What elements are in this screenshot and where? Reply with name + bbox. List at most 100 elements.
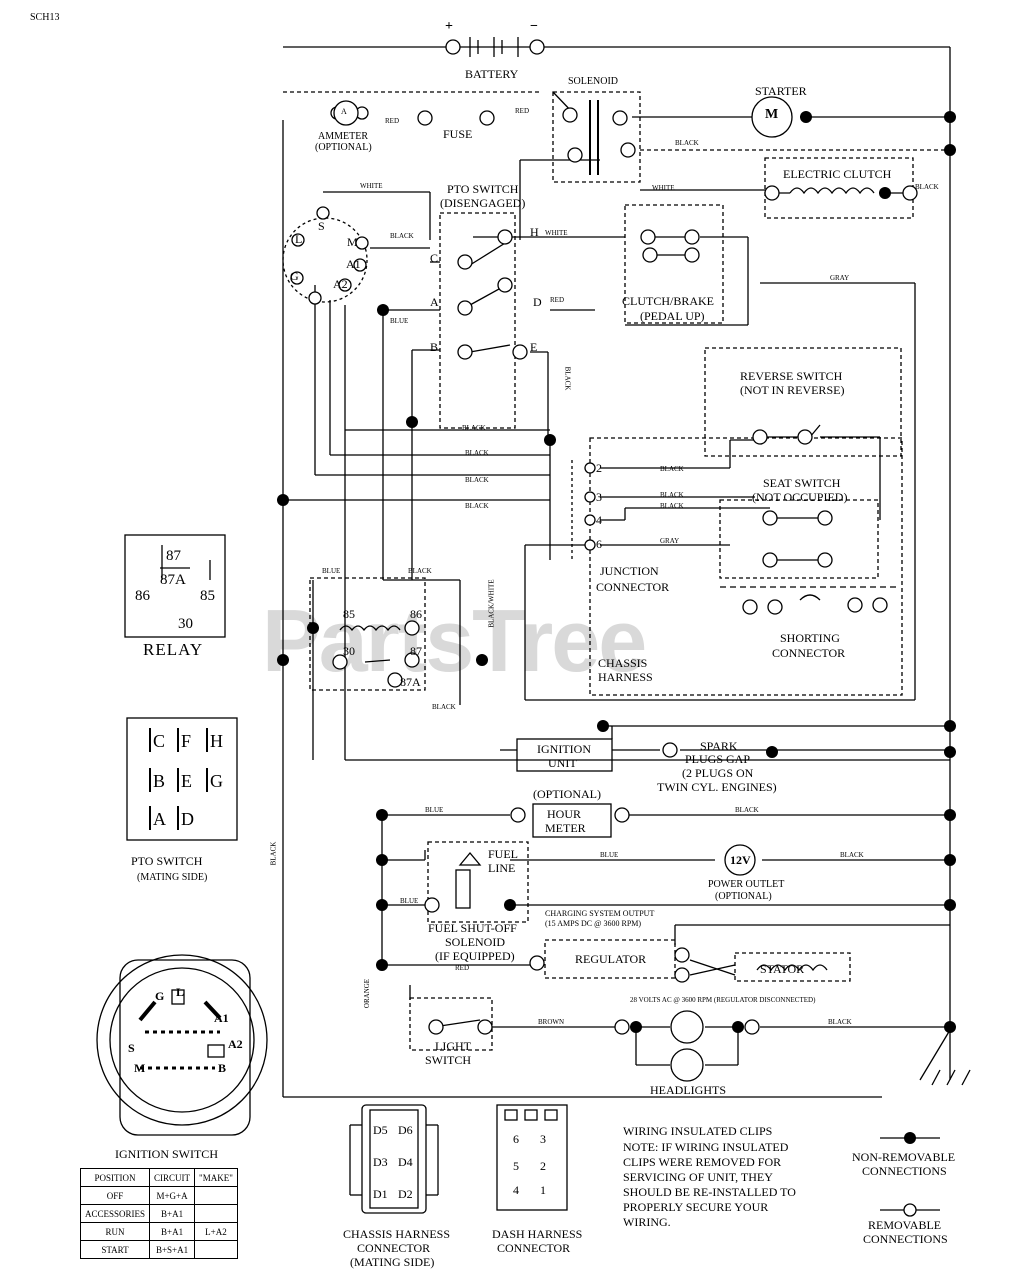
fuel-sol-3: (IF EQUIPPED)	[435, 949, 515, 963]
ign-draw-b: B	[218, 1061, 227, 1075]
wire-blue-2: BLUE	[322, 567, 341, 575]
charging-1: CHARGING SYSTEM OUTPUT	[545, 909, 655, 918]
table-cell	[194, 1186, 238, 1205]
junction-dot	[879, 187, 891, 199]
electric-clutch-label: ELECTRIC CLUTCH	[783, 167, 892, 181]
ign-pin-a1: A1	[346, 257, 361, 271]
ign-pin-a2: A2	[333, 277, 348, 291]
pto-pin-h: H	[530, 225, 539, 239]
hour-meter-2: METER	[545, 821, 586, 835]
junction-dot	[944, 809, 956, 821]
pto-mating-h: H	[210, 731, 223, 751]
wire-blue-1: BLUE	[390, 317, 409, 325]
wire-black-1: BLACK	[675, 139, 699, 147]
chassis-conn-2: CONNECTOR	[357, 1241, 431, 1255]
regulator-label: REGULATOR	[575, 952, 647, 966]
reverse-switch-state: (NOT IN REVERSE)	[740, 383, 845, 397]
junction-pin-4: 4	[596, 513, 602, 527]
wire-black-17: BLACK	[269, 841, 278, 866]
conn-d5: D5	[373, 1123, 388, 1137]
legend-nonremovable-2: CONNECTIONS	[862, 1164, 947, 1178]
table-cell: B+A1	[149, 1222, 196, 1241]
relay-t85: 85	[200, 588, 215, 604]
junction-dot	[376, 899, 388, 911]
legend-solid-dot	[904, 1132, 916, 1144]
junction-pin-6: 6	[596, 537, 602, 551]
hour-meter-opt: (OPTIONAL)	[533, 787, 601, 801]
power-outlet-v: 12V	[730, 853, 751, 867]
junction-dot	[944, 144, 956, 156]
relay-title: RELAY	[143, 640, 204, 659]
fuel-sol-2: SOLENOID	[445, 935, 505, 949]
relay-inline-85: 85	[343, 607, 355, 621]
junction-label-1: JUNCTION	[600, 564, 659, 578]
table-row: START B+S+A1	[79, 1240, 238, 1259]
junction-dot	[800, 111, 812, 123]
table-cell: L+A2	[194, 1222, 238, 1241]
watermark: PartsTree	[262, 591, 647, 690]
clutch-brake-label: CLUTCH/BRAKE	[622, 294, 715, 308]
power-outlet-1: POWER OUTLET	[708, 879, 785, 890]
relay-t87a: 87A	[160, 572, 186, 588]
relay-inline-30: 30	[343, 644, 355, 658]
ignition-switch-title: IGNITION SWITCH	[115, 1147, 218, 1161]
wire-black-4: BLACK	[563, 366, 572, 391]
wire-orange: ORANGE	[363, 978, 372, 1009]
pto-pin-a: A	[430, 295, 439, 309]
light-switch-2: SWITCH	[425, 1053, 471, 1067]
relay-inline-87a: 87A	[400, 675, 421, 689]
table-cell	[194, 1240, 238, 1259]
wire-black-6: BLACK	[465, 449, 489, 457]
table-header-row: POSITION CIRCUIT "MAKE"	[79, 1168, 238, 1187]
ign-pin-g: G	[290, 269, 299, 283]
starter-label: STARTER	[755, 84, 807, 98]
pto-mating-b: B	[153, 771, 166, 791]
spark-label-3: (2 PLUGS ON	[682, 766, 754, 780]
table-cell: B+S+A1	[149, 1240, 196, 1259]
junction-dot	[376, 854, 388, 866]
ign-draw-m: M	[134, 1061, 146, 1075]
relay-inline-86: 86	[410, 607, 422, 621]
starter-m: M	[765, 107, 779, 122]
wire-black-10: BLACK	[660, 491, 684, 499]
seat-switch-state: (NOT OCCUPIED)	[752, 490, 848, 504]
note-line: SERVICING OF UNIT, THEY	[623, 1170, 773, 1184]
solenoid-label: SOLENOID	[568, 76, 618, 87]
wire-red-2: RED	[515, 107, 529, 115]
junction-pin-3: 3	[596, 490, 602, 504]
ignition-unit-2: UNIT	[548, 756, 577, 770]
wire-black-white: BLACK/WHITE	[487, 579, 496, 628]
junction-dot	[476, 654, 488, 666]
table-row: ACCESSORIES B+A1	[79, 1204, 238, 1223]
wire-black-13: BLACK	[432, 703, 456, 711]
pto-pin-c: C	[430, 251, 439, 265]
table-cell: M+G+A	[149, 1186, 196, 1205]
table-cell: ACCESSORIES	[79, 1204, 151, 1223]
legend-nonremovable-1: NON-REMOVABLE	[852, 1150, 956, 1164]
fuel-sol-1: FUEL SHUT-OFF	[428, 921, 517, 935]
conn-d1: D1	[373, 1187, 388, 1201]
wire-brown: BROWN	[538, 1018, 565, 1026]
clutch-brake-state: (PEDAL UP)	[640, 309, 705, 323]
ammeter-label: AMMETER	[318, 131, 368, 142]
wire-red-4: RED	[455, 964, 469, 972]
spark-label-2: PLUGS GAP	[685, 752, 751, 766]
table-row: RUN B+A1 L+A2	[79, 1222, 238, 1241]
dash-pin-4: 4	[513, 1183, 519, 1197]
power-outlet-2: (OPTIONAL)	[715, 891, 772, 902]
ign-draw-s: S	[128, 1041, 135, 1055]
note-line: CLIPS WERE REMOVED FOR	[623, 1155, 782, 1169]
relay-t87: 87	[166, 548, 181, 564]
junction-dot	[944, 746, 956, 758]
shorting-label-1: SHORTING	[780, 631, 840, 645]
table-cell	[194, 1204, 238, 1223]
junction-dot	[732, 1021, 744, 1033]
wire-black-9: BLACK	[660, 465, 684, 473]
conn-d6: D6	[398, 1123, 413, 1137]
junction-dot	[944, 854, 956, 866]
ign-pin-m: M	[347, 235, 358, 249]
wire-red-1: RED	[385, 117, 399, 125]
relay-t30: 30	[178, 616, 193, 632]
